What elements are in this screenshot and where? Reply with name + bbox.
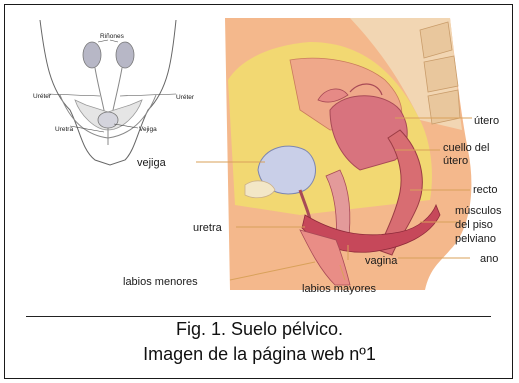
label-cuello-line2: útero xyxy=(443,155,468,167)
caption-line-2: Imagen de la página web nº1 xyxy=(0,344,519,365)
sagittal-pelvis-illustration xyxy=(196,18,472,290)
label-labios-menores: labios menores xyxy=(123,276,198,288)
inset-label-ureter-right: Uréter xyxy=(176,94,195,101)
inset-label-ureter-left: Uréter xyxy=(33,93,52,100)
label-vagina: vagina xyxy=(365,255,398,267)
bladder-inset-shape xyxy=(98,112,118,128)
caption-line-1: Fig. 1. Suelo pélvico. xyxy=(0,319,519,340)
label-recto: recto xyxy=(473,184,497,196)
inset-label-rinones: Riñones xyxy=(100,33,125,40)
inset-frontal-diagram: Riñones Uréter Uréter Uretra Vejiga xyxy=(33,20,195,165)
label-ano: ano xyxy=(480,253,498,265)
label-cuello-line1: cuello del xyxy=(443,142,489,154)
label-vejiga: vejiga xyxy=(137,157,167,169)
label-musculos-line2: del piso xyxy=(455,219,493,231)
label-labios-mayores: labios mayores xyxy=(302,283,376,295)
caption-divider xyxy=(26,316,491,317)
label-musculos-line1: músculos xyxy=(455,205,502,217)
kidney-right-shape xyxy=(116,42,134,68)
inset-label-vejiga: Vejiga xyxy=(139,126,157,133)
label-utero: útero xyxy=(474,115,499,127)
label-musculos-line3: pelviano xyxy=(455,233,496,245)
kidney-left-shape xyxy=(83,42,101,68)
label-uretra: uretra xyxy=(193,222,223,234)
inset-label-uretra: Uretra xyxy=(55,126,73,133)
